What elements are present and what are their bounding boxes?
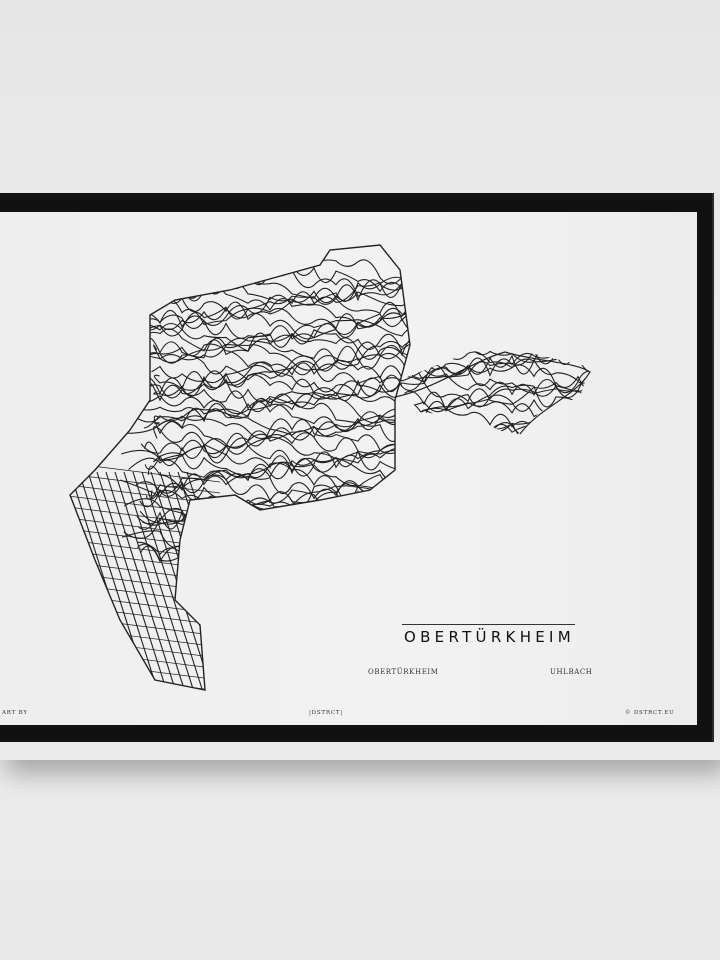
map-road bbox=[141, 342, 590, 377]
map-road bbox=[136, 531, 590, 565]
map-road bbox=[70, 571, 221, 593]
map-road bbox=[125, 272, 590, 304]
map-road bbox=[123, 471, 195, 690]
map-road bbox=[70, 626, 221, 648]
map-road bbox=[142, 319, 590, 352]
map-road bbox=[150, 473, 590, 504]
map-road bbox=[128, 452, 590, 486]
map-road bbox=[153, 375, 590, 406]
map-road bbox=[168, 471, 240, 690]
map-road bbox=[153, 335, 590, 365]
map-road bbox=[123, 287, 590, 321]
map-road bbox=[159, 471, 231, 690]
map-road bbox=[70, 593, 221, 615]
map-road bbox=[87, 471, 159, 690]
map-road bbox=[146, 265, 590, 297]
map-road bbox=[141, 506, 590, 536]
map-road bbox=[70, 461, 221, 483]
map-road bbox=[137, 525, 590, 556]
map-road bbox=[70, 615, 221, 637]
map-road bbox=[145, 481, 590, 508]
map-road bbox=[129, 349, 590, 381]
uhlbach-road bbox=[394, 351, 591, 435]
map-road bbox=[137, 509, 590, 545]
map-poster: OBERTÜRKHEIM OBERTÜRKHEIM UHLBACH ART BY… bbox=[0, 212, 697, 725]
map-road bbox=[70, 582, 221, 604]
map-road bbox=[120, 462, 590, 497]
street-map bbox=[69, 244, 591, 691]
footer-copyright: © DSTRCT.EU bbox=[625, 710, 675, 716]
map-road bbox=[121, 521, 590, 554]
poster-title: OBERTÜRKHEIM bbox=[403, 628, 576, 646]
map-road bbox=[124, 489, 590, 524]
map-road bbox=[151, 354, 590, 386]
map-road bbox=[70, 648, 221, 670]
map-road bbox=[70, 494, 221, 516]
map-road bbox=[128, 397, 590, 428]
map-road bbox=[186, 471, 258, 690]
map-road bbox=[132, 471, 204, 690]
map-road bbox=[123, 517, 590, 549]
map-road bbox=[121, 419, 590, 448]
map-road bbox=[136, 502, 590, 532]
map-road bbox=[139, 257, 590, 290]
map-road bbox=[140, 535, 590, 566]
title-rule bbox=[402, 624, 575, 625]
map-road bbox=[70, 471, 141, 690]
map-road bbox=[153, 401, 590, 435]
map-road bbox=[138, 364, 590, 399]
map-road bbox=[147, 340, 590, 371]
footer-credit: ART BY bbox=[2, 710, 28, 716]
map-road bbox=[141, 384, 590, 420]
footer-brand: |DSTRCT| bbox=[309, 710, 343, 716]
map-road bbox=[131, 391, 590, 424]
map-road bbox=[153, 408, 590, 437]
district-label-2: UHLBACH bbox=[550, 668, 593, 676]
map-road bbox=[140, 324, 590, 358]
map-road bbox=[70, 472, 221, 494]
district-boundary bbox=[69, 244, 411, 691]
map-road bbox=[70, 549, 221, 571]
district-label-1: OBERTÜRKHEIM bbox=[368, 668, 439, 676]
map-road bbox=[114, 471, 186, 690]
map-road bbox=[153, 422, 590, 456]
map-road bbox=[150, 471, 222, 690]
map-road bbox=[139, 496, 590, 525]
map-road bbox=[96, 471, 168, 690]
map-road bbox=[138, 313, 590, 347]
